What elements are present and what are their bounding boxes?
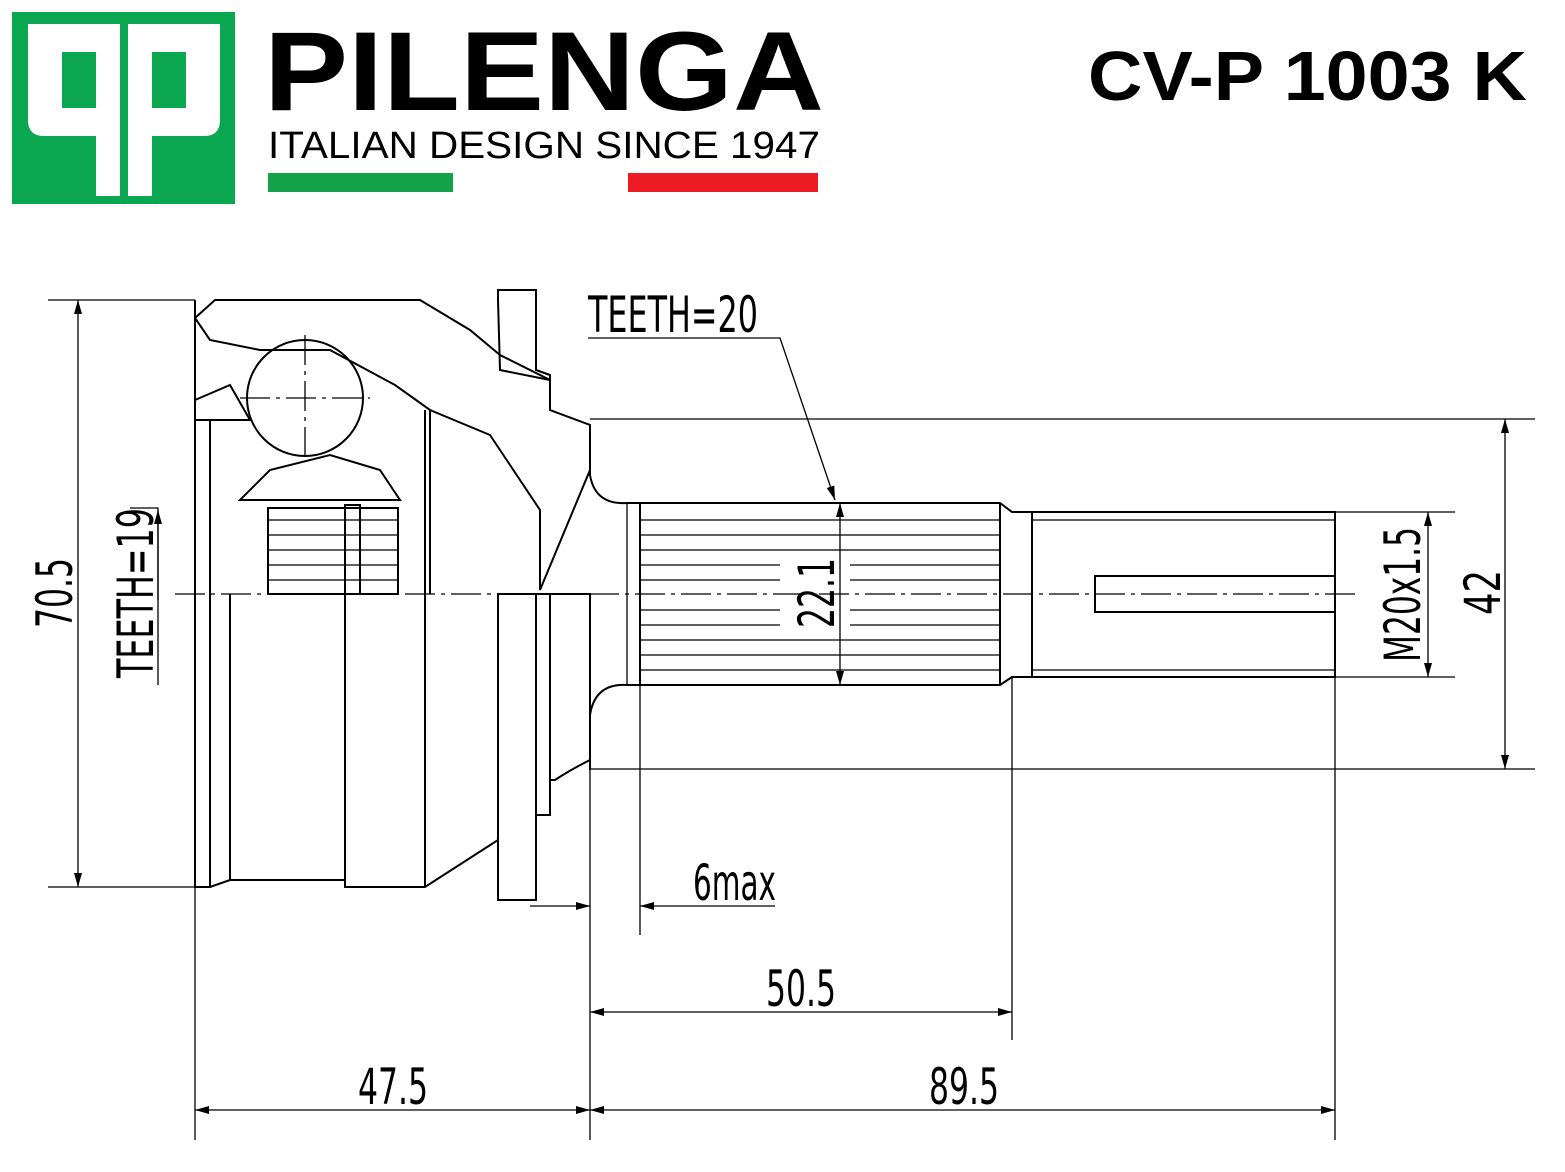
spline-length-label: 50.5 bbox=[766, 960, 836, 1018]
brand-logo: PILENGA ITALIAN DESIGN SINCE 1947 bbox=[12, 9, 824, 204]
spline-diameter-label: 22.1 bbox=[788, 558, 846, 628]
splined-shaft bbox=[589, 425, 1336, 770]
shaft-length-label: 89.5 bbox=[929, 1058, 999, 1116]
max-6-label: 6max bbox=[693, 854, 776, 912]
brand-name: PILENGA bbox=[264, 9, 824, 134]
seal-diameter-label: 42 bbox=[1454, 570, 1512, 615]
thread-label: M20x1.5 bbox=[1374, 527, 1432, 662]
cv-joint-housing bbox=[193, 289, 591, 901]
flag-green-bar bbox=[268, 173, 453, 192]
logo-qp-mark bbox=[28, 24, 220, 196]
teeth-outer-label: TEETH=20 bbox=[587, 286, 758, 344]
brand-tagline: ITALIAN DESIGN SINCE 1947 bbox=[268, 125, 820, 167]
part-number: CV-P 1003 K bbox=[1088, 37, 1527, 115]
outer-diameter-text: 70.5 bbox=[26, 558, 84, 628]
teeth-inner-label: TEETH=19 bbox=[107, 508, 165, 679]
housing-length-label: 47.5 bbox=[358, 1058, 428, 1116]
flag-red-bar bbox=[628, 173, 818, 192]
dimension-lines bbox=[48, 299, 1535, 1140]
